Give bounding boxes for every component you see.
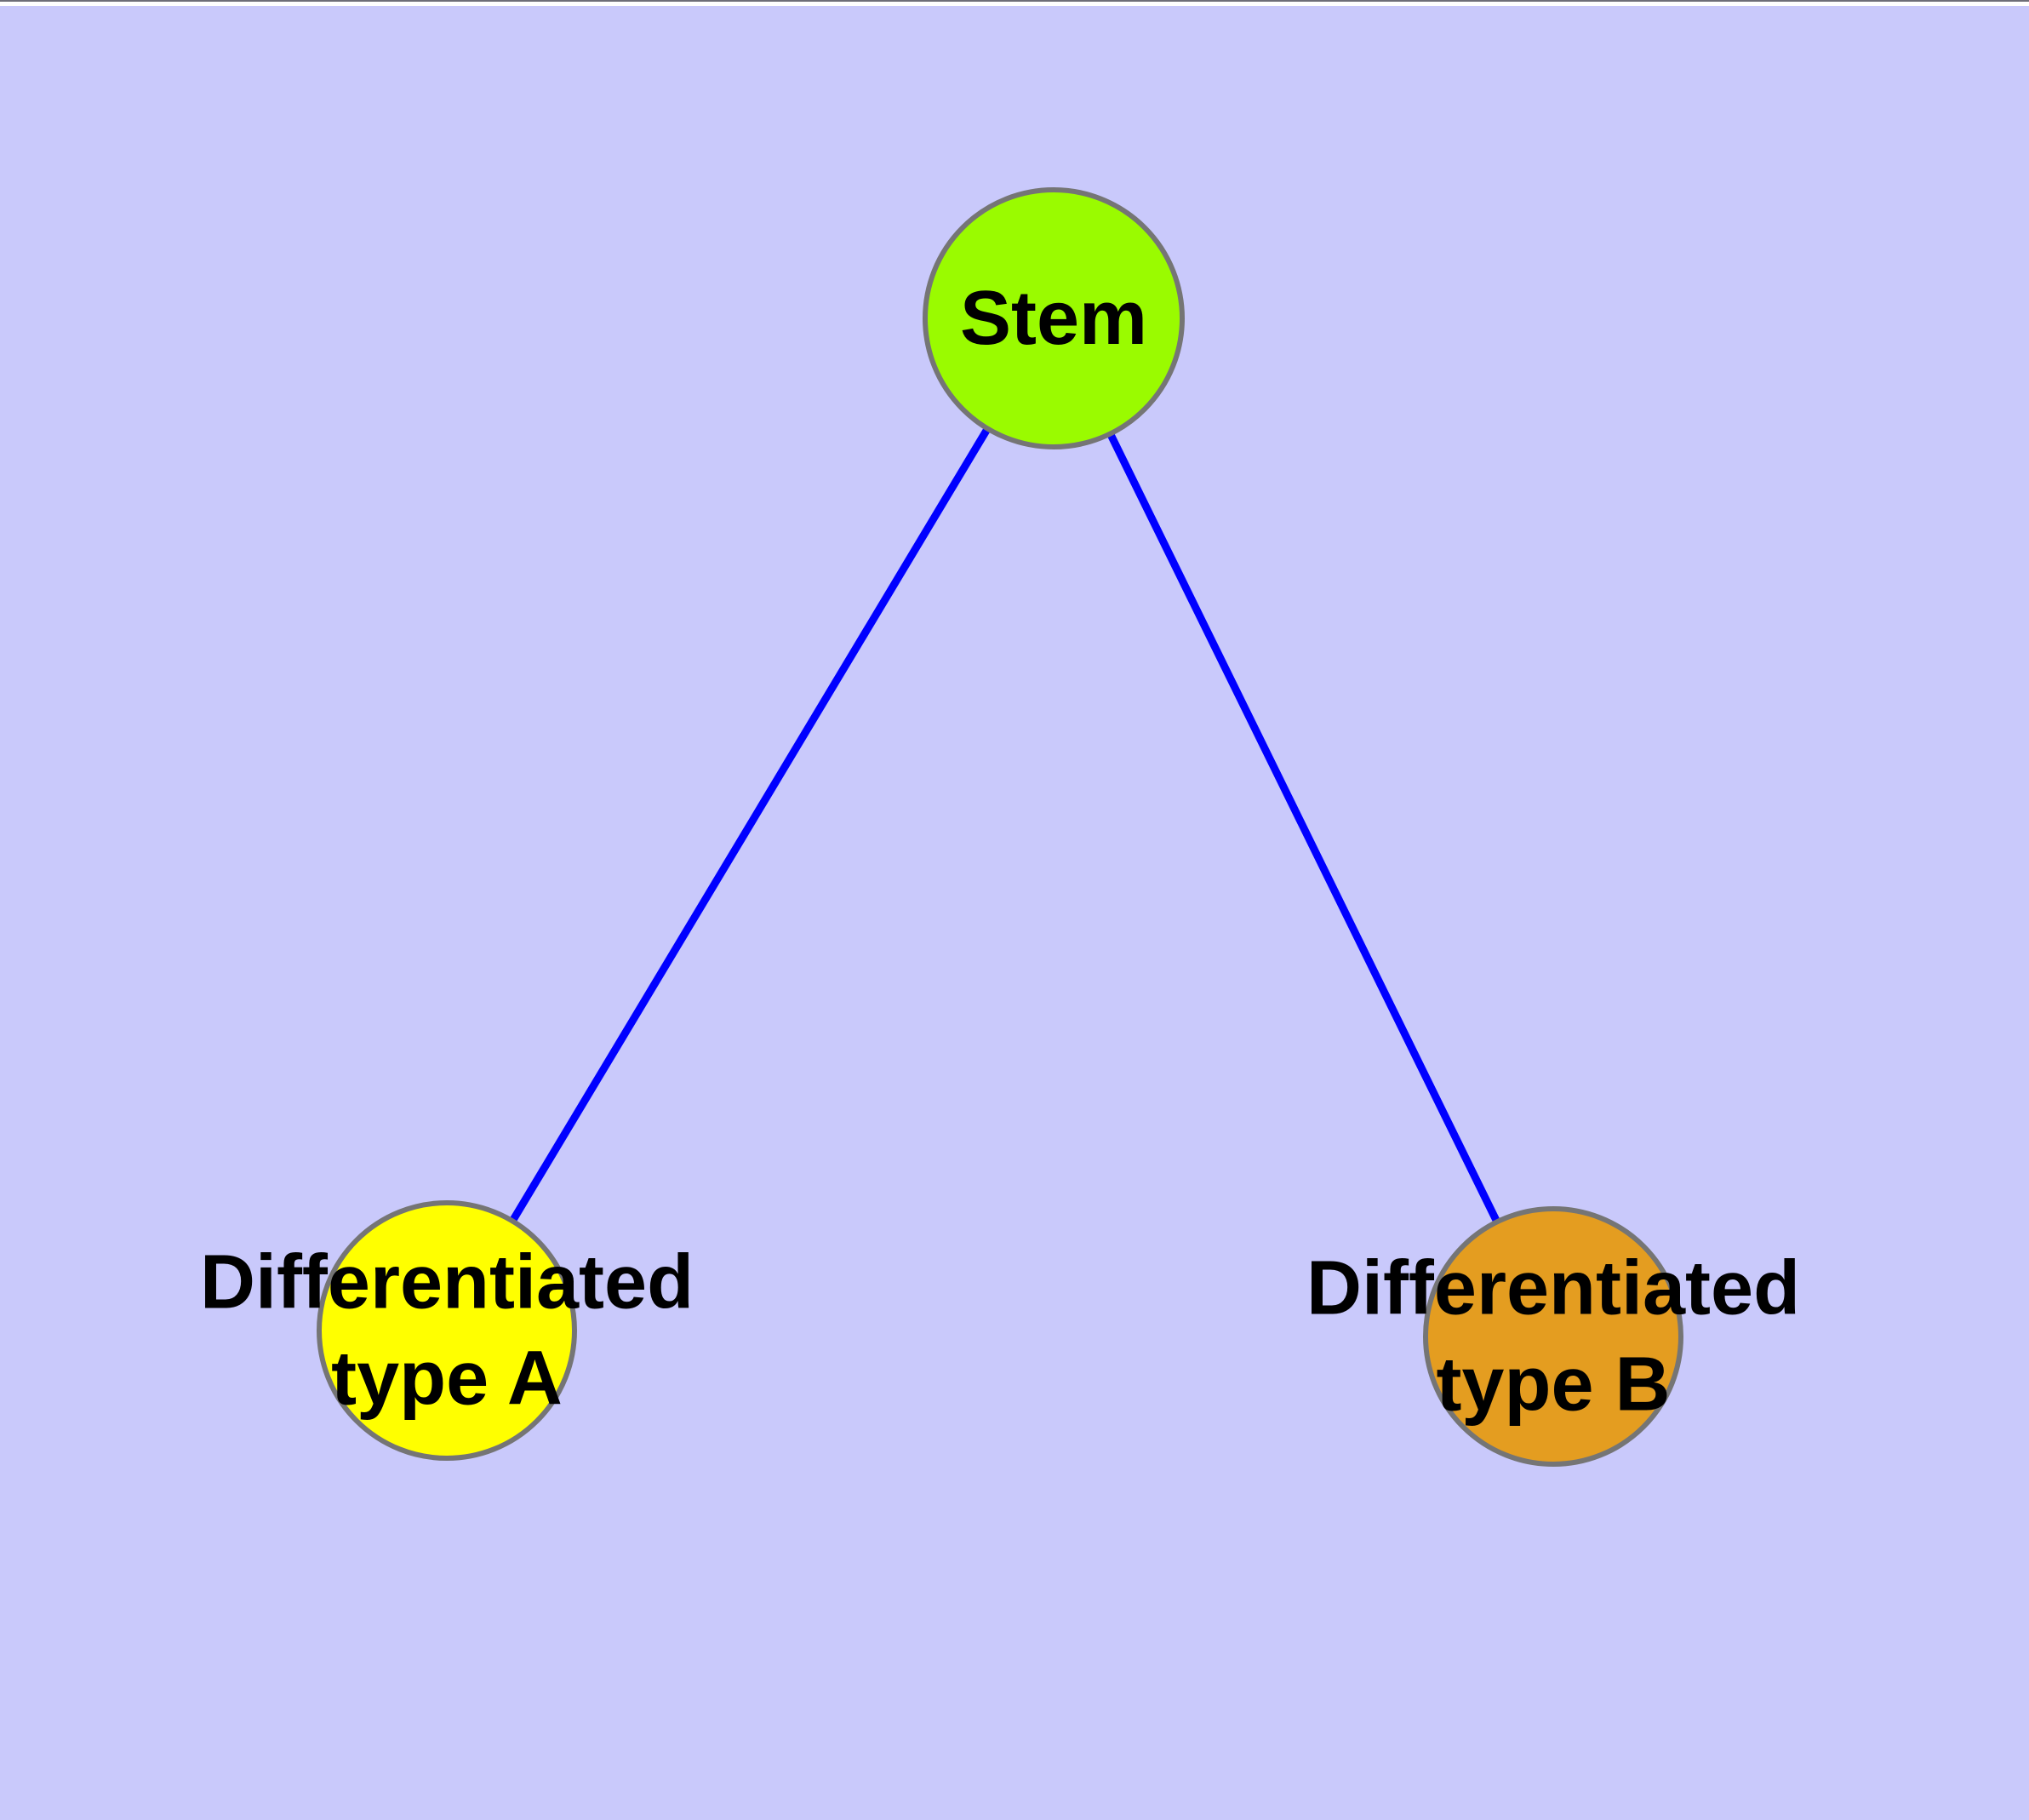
window-top-edge [0, 0, 2029, 6]
edge-stem-to-type-b [1049, 317, 1557, 1338]
node-stem [923, 187, 1185, 449]
node-differentiated-type-b [1423, 1206, 1683, 1467]
node-label-differentiated-type-b: Differentiated type B [1306, 1245, 1801, 1428]
edge-stem-to-type-a [443, 316, 1057, 1333]
node-label-differentiated-type-a: Differentiated type A [199, 1239, 694, 1422]
node-label-stem: Stem [959, 275, 1148, 361]
node-differentiated-type-a [317, 1200, 577, 1461]
